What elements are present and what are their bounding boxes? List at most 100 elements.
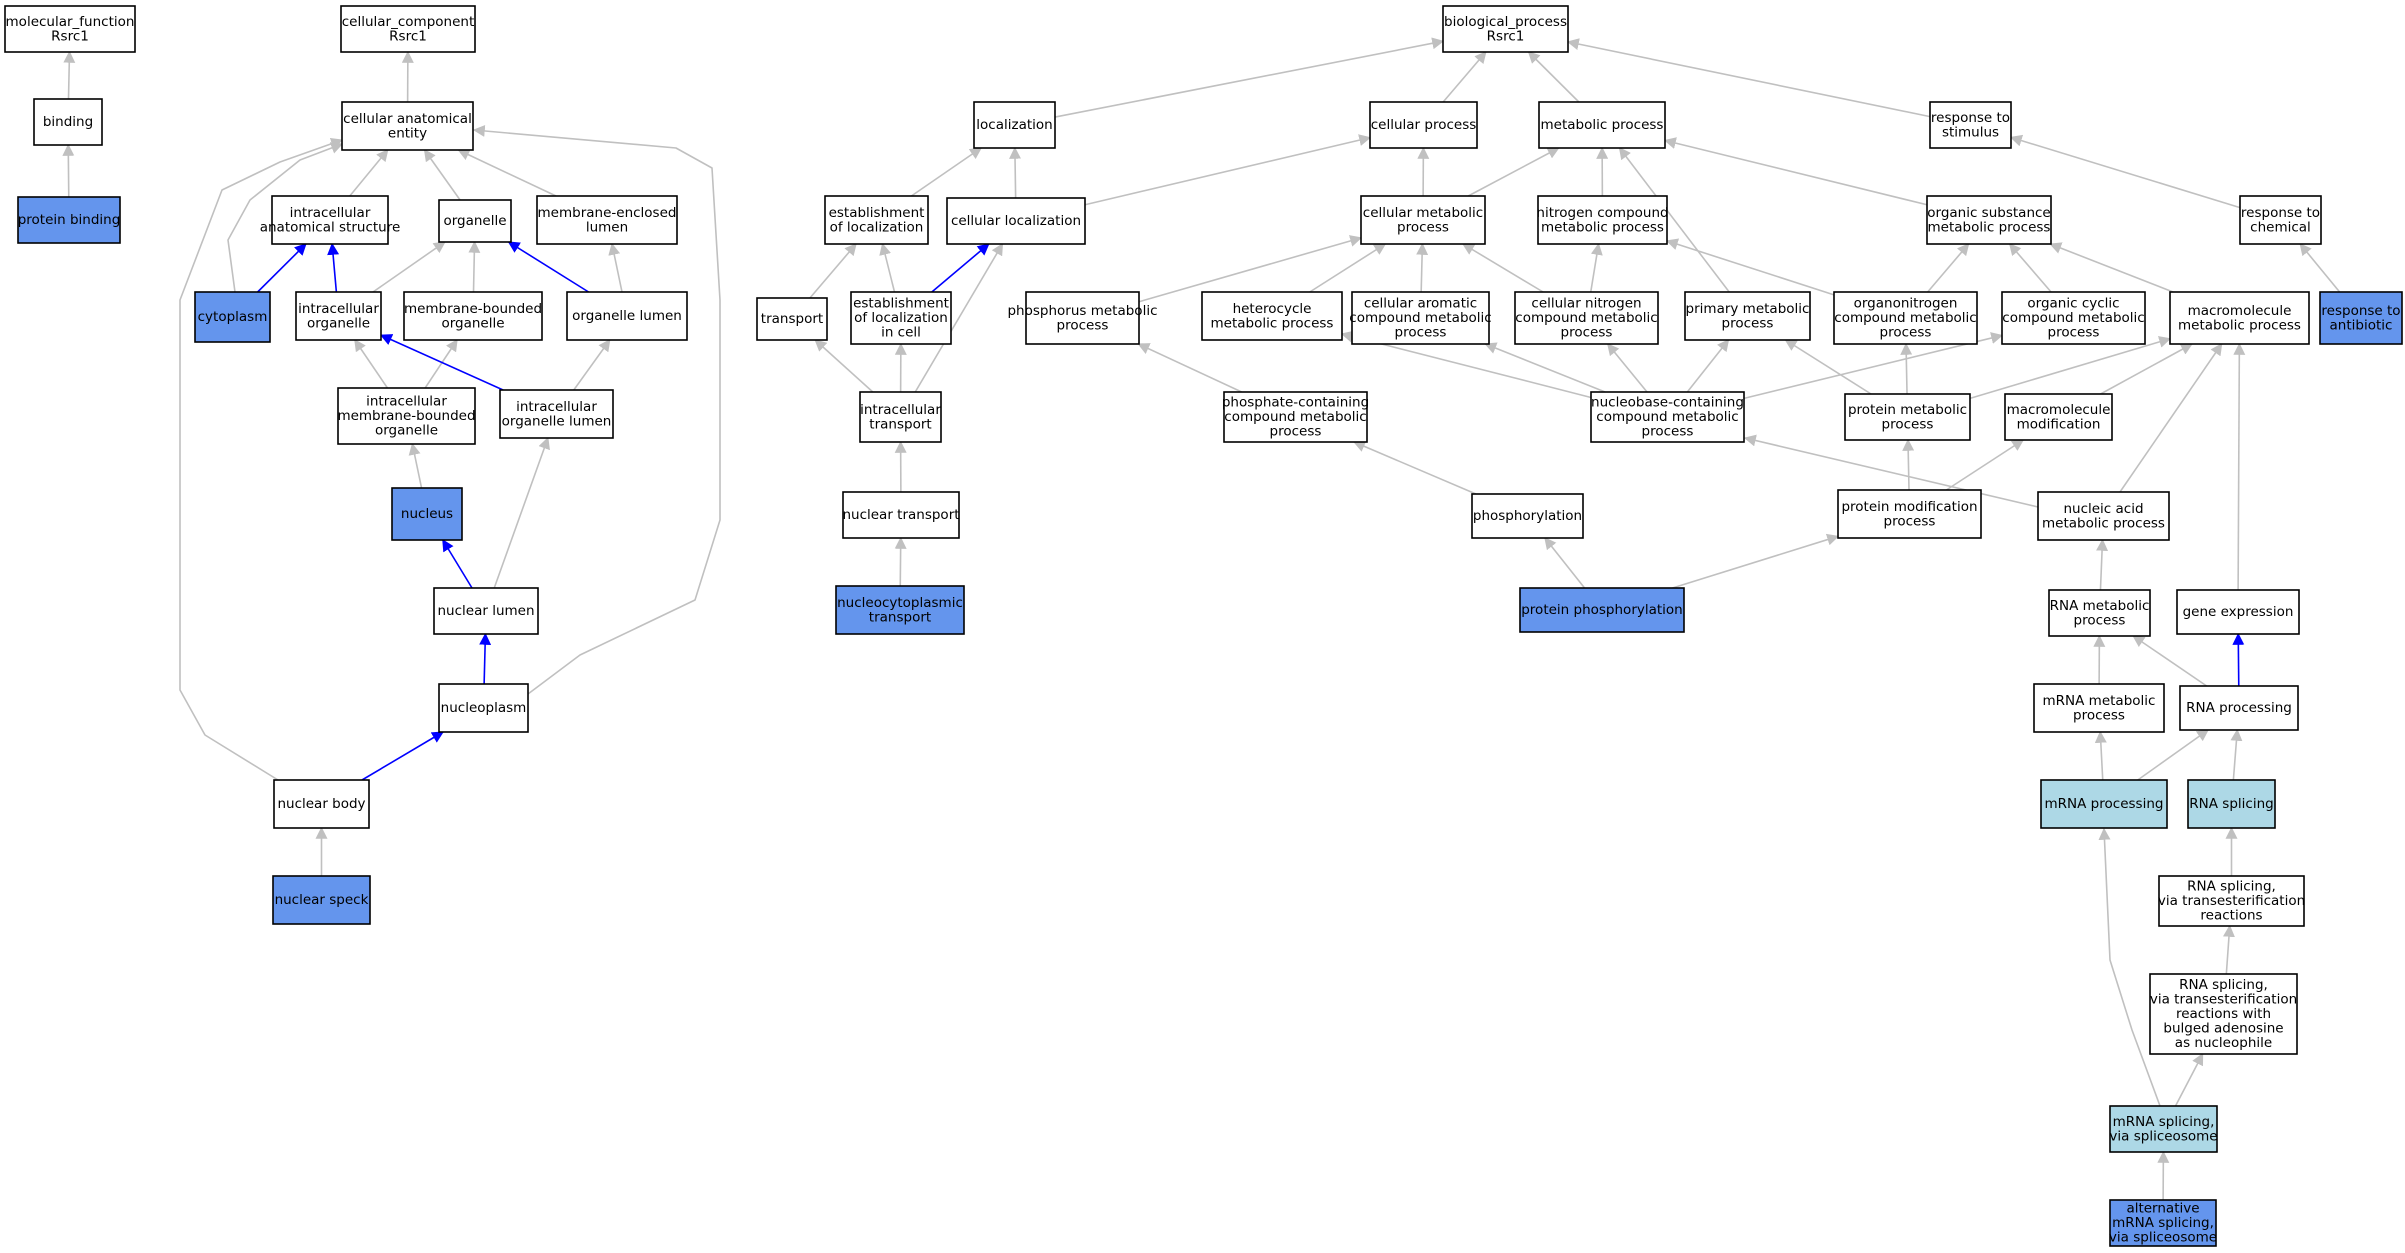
node-box (4, 5, 136, 53)
node-label: intracellular (516, 399, 597, 415)
node-label: organonitrogen (1854, 296, 1958, 312)
node-loc[interactable]: localization (973, 101, 1056, 149)
node-label: localization (976, 117, 1052, 133)
node-mp[interactable]: metabolic process (1538, 101, 1666, 149)
node-phos[interactable]: phosphorylation (1471, 493, 1584, 539)
node-organelle[interactable]: organelle (438, 199, 512, 243)
node-binding[interactable]: binding (33, 98, 103, 146)
node-label: transport (761, 311, 823, 327)
node-label: establishment (829, 205, 925, 221)
node-label: organelle (375, 423, 438, 439)
node-label: phosphate-containing (1222, 395, 1369, 411)
node-label: nuclear transport (842, 507, 959, 523)
node-cytoplasm[interactable]: cytoplasm (194, 291, 271, 343)
node-pphos[interactable]: protein phosphorylation (1519, 587, 1685, 633)
node-nt[interactable]: nuclear transport (842, 491, 960, 539)
node-rnasvtr[interactable]: RNA splicing,via transesterificationreac… (2158, 875, 2305, 927)
edge-ol-to-mel (608, 242, 623, 293)
node-label: protein phosphorylation (1521, 602, 1683, 618)
node-rnasvtrb[interactable]: RNA splicing,via transesterificationreac… (2149, 973, 2298, 1055)
node-box (341, 101, 474, 151)
node-np[interactable]: nucleoplasm (438, 683, 529, 733)
node-nb[interactable]: nuclear body (273, 779, 370, 829)
edge-eolc-to-cl (931, 243, 990, 293)
node-label: organelle (307, 315, 370, 331)
node-label: intracellular (290, 205, 371, 221)
node-label: of localization (830, 219, 924, 235)
edge-pmod-to-prmp (1902, 438, 1915, 491)
node-rnas[interactable]: RNA splicing (2187, 779, 2276, 829)
node-box (1833, 291, 1978, 345)
edge-ias-to-cell_anat (349, 149, 389, 197)
node-box (1223, 391, 1368, 443)
edge-rtc-to-rts (2009, 134, 2241, 209)
node-label: process (1880, 325, 1932, 341)
node-ns[interactable]: nuclear speck (272, 875, 371, 925)
node-nl[interactable]: nuclear lumen (433, 587, 539, 635)
node-box (566, 291, 688, 341)
node-label: Rsrc1 (1487, 28, 1525, 44)
node-rnap[interactable]: RNA processing (2179, 685, 2299, 731)
node-cl[interactable]: cellular localization (946, 197, 1086, 245)
node-cp[interactable]: cellular process (1369, 101, 1478, 149)
node-box (391, 487, 463, 541)
edge-eol-to-loc (910, 147, 983, 197)
node-mrnap[interactable]: mRNA processing (2040, 779, 2168, 829)
node-box (2048, 589, 2151, 637)
node-box (438, 199, 512, 243)
node-ge[interactable]: gene expression (2176, 589, 2300, 635)
edge-it-to-cl (914, 242, 1004, 393)
node-box (1537, 195, 1668, 245)
node-label: response to (1931, 110, 2010, 126)
node-label: macromolecule (2188, 303, 2292, 319)
node-nucleus[interactable]: nucleus (391, 487, 463, 541)
node-label: nucleus (401, 506, 453, 522)
node-protein_binding[interactable]: protein binding (17, 196, 121, 244)
node-mrnas[interactable]: mRNA splicing,via spliceosome (2109, 1105, 2218, 1153)
node-box (2176, 589, 2300, 635)
node-ol[interactable]: organelle lumen (566, 291, 688, 341)
edge-occmp-to-osmp (2008, 243, 2052, 293)
node-transport[interactable]: transport (756, 297, 828, 341)
node-label: organelle (441, 315, 504, 331)
node-label: transport (869, 609, 931, 625)
